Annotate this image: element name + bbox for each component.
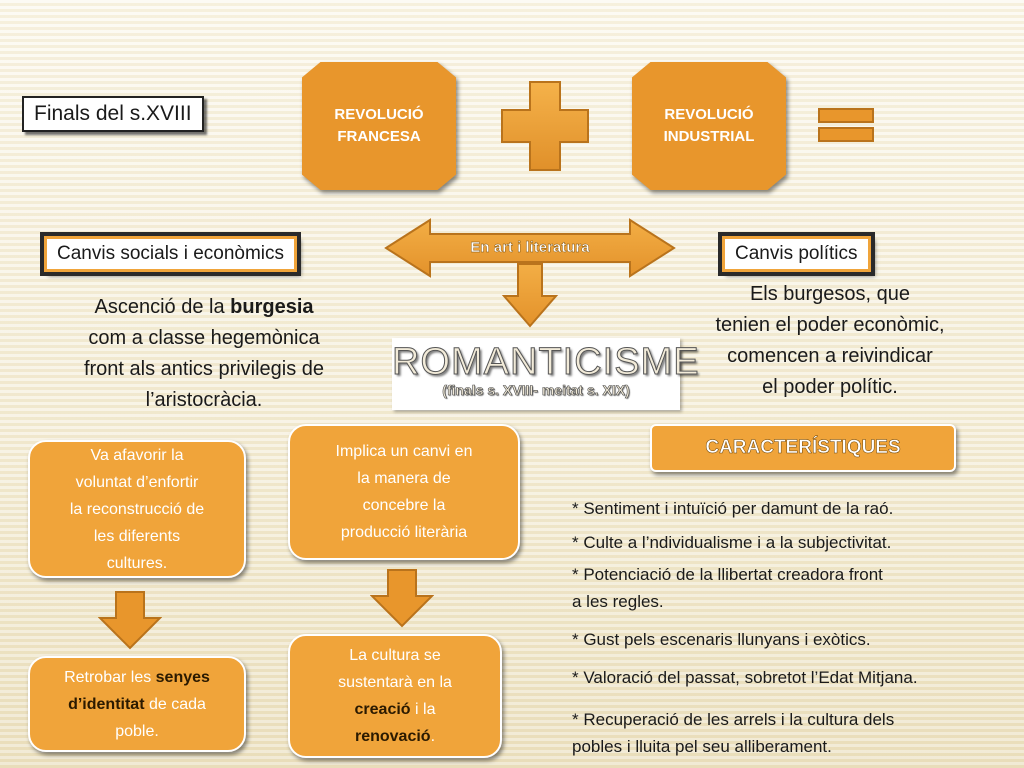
cultures-line5: cultures. xyxy=(106,554,168,572)
french-revolution-line1: REVOLUCIÓ xyxy=(334,106,424,123)
social-paragraph: Ascenció de la burgesia com a classe heg… xyxy=(44,292,364,416)
political-line1: Els burgesos, que xyxy=(749,283,911,305)
double-arrow-icon xyxy=(384,218,676,328)
plus-icon xyxy=(501,81,589,171)
industrial-revolution-line1: REVOLUCIÓ xyxy=(664,106,754,123)
art-literature-label: En art i literatura xyxy=(470,239,590,256)
social-changes-label: Canvis socials i econòmics xyxy=(39,232,302,276)
industrial-revolution-node: REVOLUCIÓ INDUSTRIAL xyxy=(632,62,786,190)
literary-line4: producció literària xyxy=(340,524,468,541)
cultures-line3: la reconstrucció de xyxy=(69,500,205,518)
literary-change-box: Implica un canvi en la manera de concebr… xyxy=(288,424,520,560)
political-line3: comencen a reivindicar xyxy=(727,345,933,367)
feature-item-continued: a les regles. xyxy=(572,592,664,611)
romanticism-box: ROMANTICISME (finals s. XVIII- meitat s.… xyxy=(392,338,700,410)
characteristics-header: CARACTERÍSTIQUES xyxy=(650,424,956,472)
renewal-period: . xyxy=(430,728,436,745)
french-revolution-node: REVOLUCIÓ FRANCESA xyxy=(302,62,456,190)
french-revolution-line2: FRANCESA xyxy=(337,128,421,145)
social-line1-text: Ascenció de la xyxy=(94,296,231,318)
social-line4: l’aristocràcia. xyxy=(145,389,263,411)
equals-icon xyxy=(818,108,874,142)
burgesia-keyword: burgesia xyxy=(230,296,314,318)
down-arrow-icon xyxy=(370,569,434,628)
romanticism-title: ROMANTICISME xyxy=(392,341,700,383)
identity-box: Retrobar les senyes d’identitat de cada … xyxy=(28,656,246,752)
creacio-keyword: creació xyxy=(354,701,411,718)
political-changes-label: Canvis polítics xyxy=(718,232,875,276)
industrial-revolution-line2: INDUSTRIAL xyxy=(663,128,755,145)
political-line4: el poder polític. xyxy=(762,376,898,398)
cultures-line2: voluntat d’enfortir xyxy=(75,473,199,491)
political-paragraph: Els burgesos, que tenien el poder econòm… xyxy=(680,279,980,403)
identitat-keyword: d’identitat xyxy=(68,695,145,713)
period-label: Finals del s.XVIII xyxy=(22,96,204,132)
renewal-line1: La cultura se xyxy=(349,647,441,664)
renewal-line3: creació i la xyxy=(338,696,452,723)
feature-item: * Gust pels escenaris llunyans i exòtics… xyxy=(572,630,871,649)
renewal-line2: sustentarà en la xyxy=(338,674,452,691)
identity-line3: poble. xyxy=(115,722,159,740)
identity-line2: d’identitat de cada xyxy=(64,691,210,718)
identity-line1: Retrobar les senyes xyxy=(64,664,210,691)
culture-renewal-box: La cultura se sustentarà en la creació i… xyxy=(288,634,502,758)
cultures-line1: Va afavorir la xyxy=(90,446,184,464)
renewal-line4: renovació. xyxy=(338,723,452,750)
feature-item: * Valoració del passat, sobretot l’Edat … xyxy=(572,668,918,687)
literary-line2: la manera de xyxy=(357,470,451,487)
feature-item: * Recuperació de les arrels i la cultura… xyxy=(572,710,895,729)
feature-item: * Sentiment i intuïció per damunt de la … xyxy=(572,499,894,518)
senyes-keyword: senyes xyxy=(155,668,210,686)
romanticism-period: (finals s. XVIII- meitat s. XIX) xyxy=(442,382,630,399)
characteristics-title: CARACTERÍSTIQUES xyxy=(705,437,901,459)
down-arrow-icon xyxy=(98,591,162,650)
cultures-box: Va afavorir la voluntat d’enfortir la re… xyxy=(28,440,246,578)
feature-item: * Potenciació de la llibertat creadora f… xyxy=(572,565,883,584)
literary-line3: concebre la xyxy=(362,497,446,514)
feature-item: * Culte a l’ndividualisme i a la subject… xyxy=(572,533,892,552)
social-line3: front als antics privilegis de xyxy=(83,358,325,380)
cultures-line4: les diferents xyxy=(93,527,181,545)
identity-line2-text: de cada xyxy=(144,695,206,713)
social-line2: com a classe hegemònica xyxy=(88,327,320,349)
literary-line1: Implica un canvi en xyxy=(335,443,473,460)
renewal-line3-text: i la xyxy=(410,701,436,718)
renovacio-keyword: renovació xyxy=(354,728,431,745)
feature-item-continued: pobles i lluita pel seu alliberament. xyxy=(572,737,832,756)
social-line1: Ascenció de la burgesia xyxy=(44,292,364,323)
identity-line1-text: Retrobar les xyxy=(64,668,156,686)
political-line2: tenien el poder econòmic, xyxy=(715,314,945,336)
